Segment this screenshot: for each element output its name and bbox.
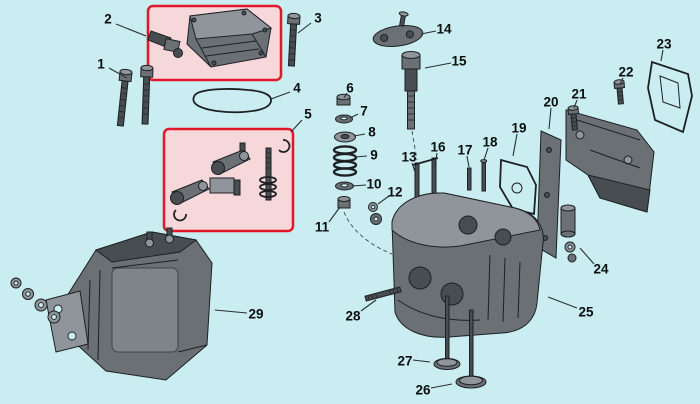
bolt-22 [613,79,626,105]
callout-leader-15 [424,62,452,69]
callout-18[interactable]: 18 [482,135,498,150]
callout-leader-16 [434,152,438,167]
valve-nut-6 [336,93,351,106]
callout-leader-24 [579,247,595,265]
anode-24 [560,204,577,263]
spring-retainer-8 [334,131,356,143]
rocker-arm-assembly [170,139,291,222]
callout-21[interactable]: 21 [571,87,587,102]
callout-11[interactable]: 11 [315,220,330,235]
callout-4[interactable]: 4 [293,81,301,96]
callout-leader-13 [411,162,417,176]
callout-3[interactable]: 3 [314,11,322,26]
mount-bracket [565,109,655,213]
assembly-axis-2 [411,130,418,161]
callout-2[interactable]: 2 [104,12,112,27]
callout-leader-10 [351,184,367,187]
callout-15[interactable]: 15 [451,54,467,69]
washers-12 [368,202,382,225]
callout-12[interactable]: 12 [387,185,402,200]
callout-leader-5 [290,119,303,133]
callout-leader-6 [343,92,348,99]
flange-washers [10,277,61,324]
callout-leader-11 [328,206,341,223]
spring-seat-10 [335,181,354,191]
block-bolts [145,227,174,248]
spring-seat-7 [335,114,353,124]
assembly-axis-1 [343,211,393,255]
callout-leader-22 [619,77,624,85]
fitting-15 [401,51,421,130]
callout-7[interactable]: 7 [360,104,368,119]
stud-bolt-28 [364,286,402,302]
callout-leader-14 [420,30,437,35]
valve-spring-stack [332,93,382,225]
callout-6[interactable]: 6 [346,81,354,96]
callout-10[interactable]: 10 [366,177,381,192]
callout-16[interactable]: 16 [430,140,446,155]
callout-leader-21 [573,99,578,109]
callout-leader-25 [547,296,578,309]
callout-25[interactable]: 25 [578,305,594,320]
callout-20[interactable]: 20 [543,95,558,110]
exhaust-gasket-19 [499,158,537,216]
callout-1[interactable]: 1 [97,57,105,72]
bracket-gasket-23 [647,60,693,134]
callout-leader-3 [297,22,312,34]
parts-layer [10,8,693,389]
stud-18 [480,159,488,192]
valve-26 [455,309,487,389]
callout-leader-2 [115,23,147,37]
callout-19[interactable]: 19 [511,121,526,136]
callout-leader-29 [214,309,248,314]
cover-gasket-4 [192,88,272,114]
valve-seal-11 [337,196,351,209]
callout-leader-4 [270,91,291,100]
callout-leader-17 [466,155,470,168]
cylinder-head-25 [391,192,544,338]
callout-leader-8 [353,133,366,137]
valve-27 [433,295,461,370]
plate-14 [372,11,424,47]
callout-leader-19 [512,133,518,157]
crankcase-29 [10,227,213,381]
callout-leader-1 [108,67,128,79]
callout-24[interactable]: 24 [593,262,609,277]
valve-spring-9 [332,145,358,177]
callout-9[interactable]: 9 [370,148,378,163]
callout-leader-26 [430,383,453,389]
callout-8[interactable]: 8 [368,125,376,140]
flange-bolts-1 [116,64,154,127]
callout-22[interactable]: 22 [618,65,633,80]
callout-leader-7 [349,113,359,119]
callout-leader-23 [660,49,664,62]
callout-26[interactable]: 26 [415,383,431,398]
callout-5[interactable]: 5 [304,107,312,122]
bolt-21 [567,105,580,131]
fuel-cock [147,30,183,58]
callout-27[interactable]: 27 [397,354,412,369]
callout-14[interactable]: 14 [436,22,452,37]
callout-29[interactable]: 29 [248,307,263,322]
callout-leader-18 [483,147,489,161]
callout-leader-28 [360,299,377,312]
callout-28[interactable]: 28 [345,309,361,324]
callout-13[interactable]: 13 [401,150,417,165]
plate-bolt [398,11,409,27]
callout-23[interactable]: 23 [656,37,672,52]
callout-leader-12 [377,195,390,205]
callout-17[interactable]: 17 [457,143,472,158]
callout-leader-20 [548,107,552,130]
callout-leader-9 [354,155,368,158]
dowel-pin-17 [467,167,472,191]
bolt-3 [287,12,301,67]
valve-cover [186,8,273,68]
callout-leader-27 [412,359,431,363]
